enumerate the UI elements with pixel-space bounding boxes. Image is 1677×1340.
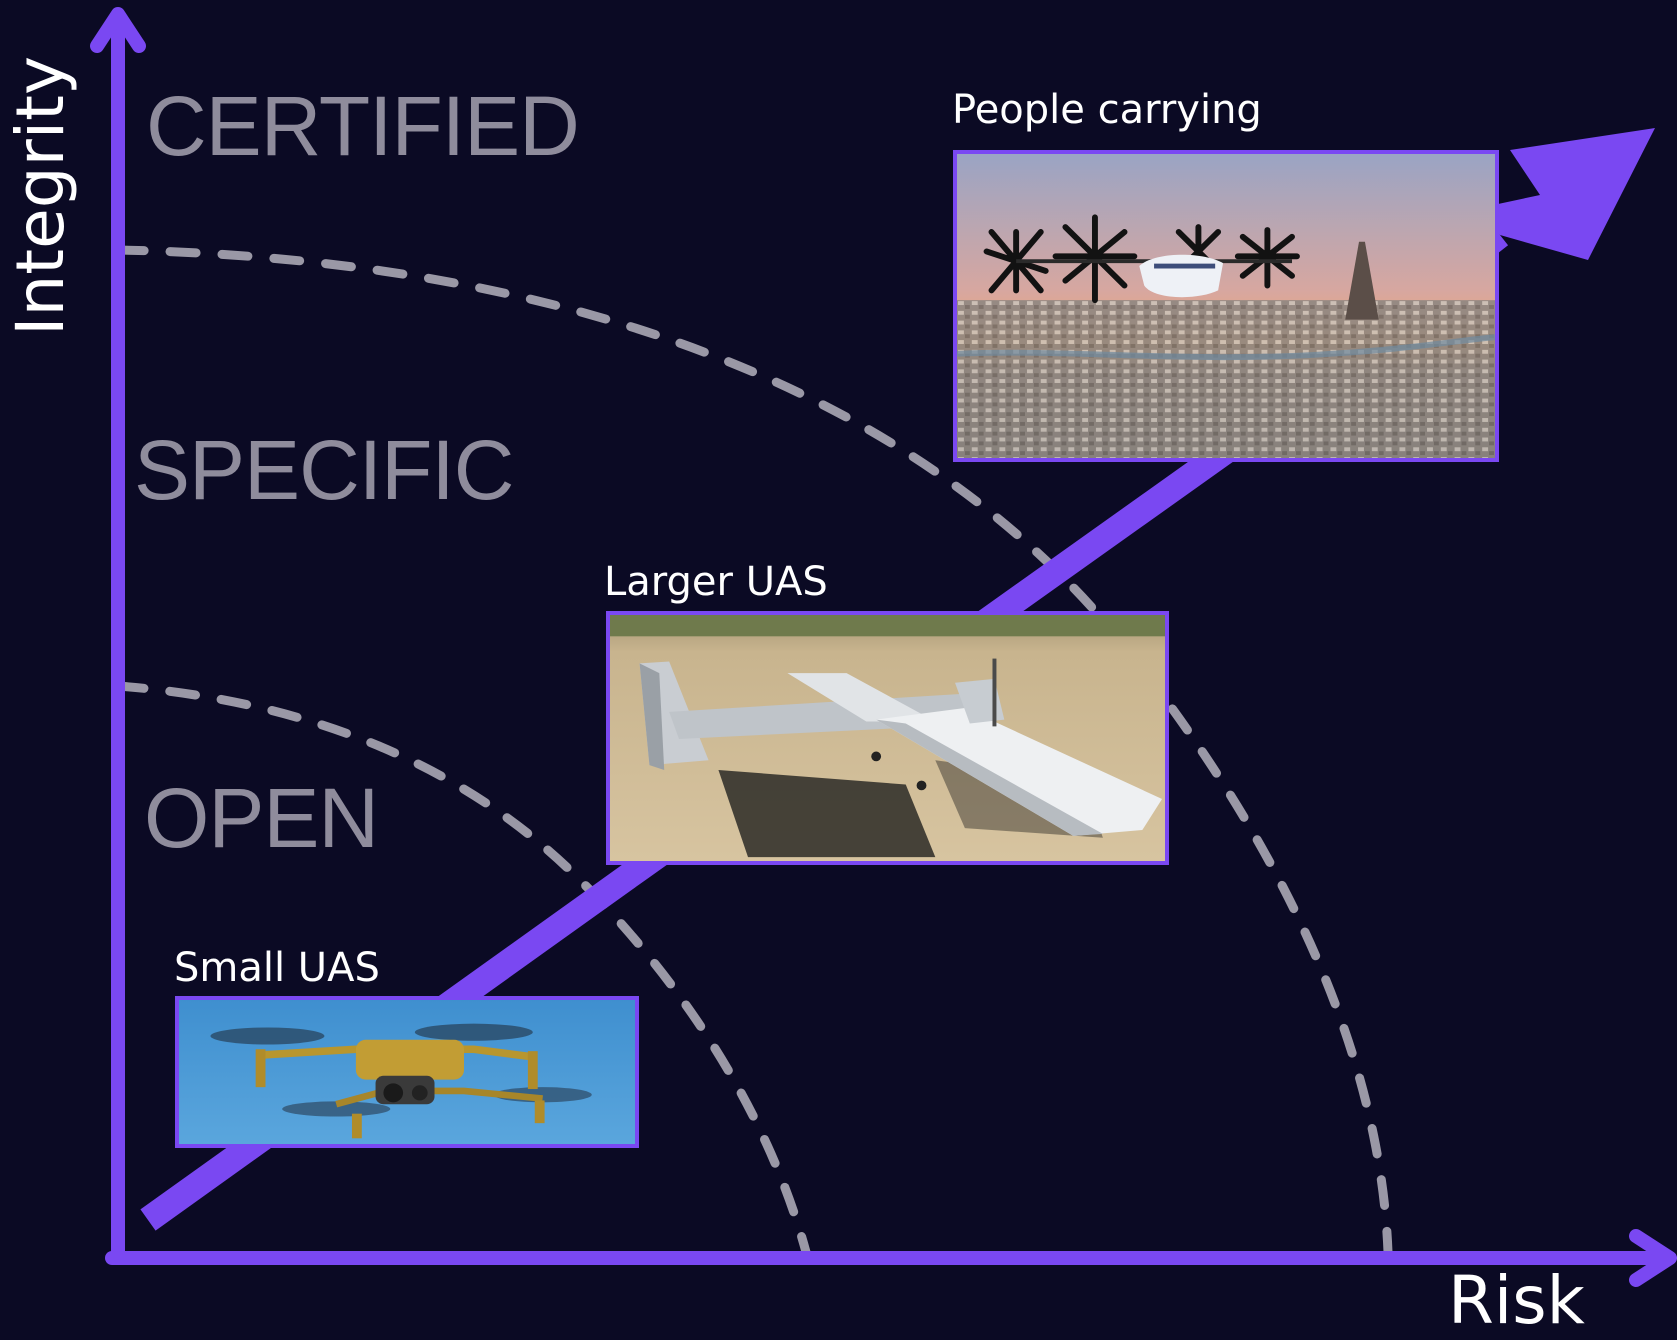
fixed-wing-drone-image xyxy=(610,615,1165,861)
card-title-larger-uas: Larger UAS xyxy=(604,559,828,605)
zone-label-certified: CERTIFIED xyxy=(146,79,580,173)
y-axis-arrowhead xyxy=(90,7,146,53)
y-axis-label: Integrity xyxy=(2,55,79,336)
x-axis-label: Risk xyxy=(1448,1262,1585,1339)
photo-larger-uas xyxy=(606,611,1169,865)
zone-label-specific: SPECIFIC xyxy=(134,423,514,517)
card-title-small-uas: Small UAS xyxy=(174,945,380,991)
quadcopter-drone-image xyxy=(179,1000,635,1144)
card-title-people-carrying: People carrying xyxy=(952,87,1262,133)
axes xyxy=(90,7,1677,1287)
zone-label-open: OPEN xyxy=(144,771,379,865)
evtol-air-taxi-image xyxy=(957,154,1495,458)
photo-people-carrying xyxy=(953,150,1499,462)
specific-certified-boundary xyxy=(113,245,1393,1257)
photo-small-uas xyxy=(175,996,639,1148)
open-specific-boundary xyxy=(113,681,811,1257)
x-axis-arrowhead xyxy=(1629,1229,1677,1287)
zone-boundaries xyxy=(113,245,1393,1257)
